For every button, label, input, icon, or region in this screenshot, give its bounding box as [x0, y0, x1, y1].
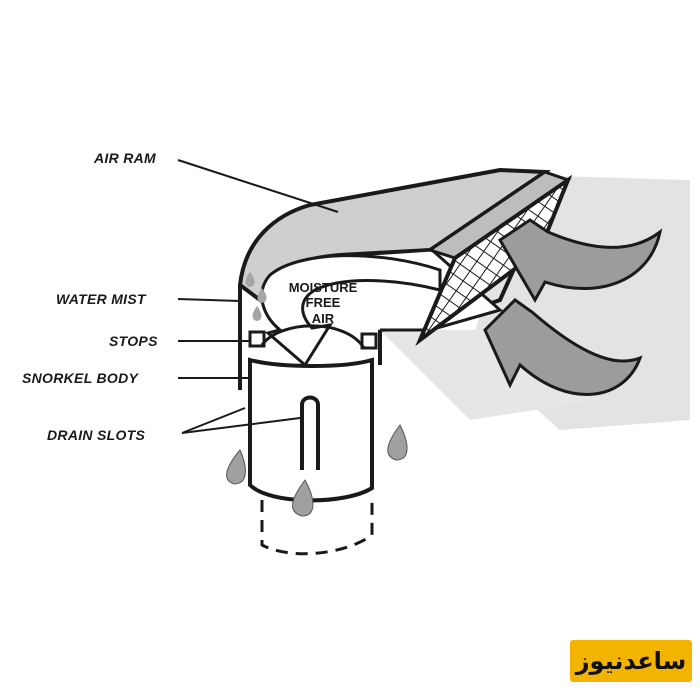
drain-slot [300, 395, 320, 470]
water-drop-mist-1 [245, 272, 255, 287]
water-drop-left [226, 449, 246, 485]
water-drop-right [387, 424, 408, 461]
label-stops: STOPS [109, 333, 158, 349]
label-water-mist: WATER MIST [56, 291, 146, 307]
watermark-logo: ساعدنیوز [570, 640, 692, 682]
leader-water-mist [177, 298, 241, 302]
moisture-free-air-arrow [260, 254, 442, 368]
hose-dashed-outline [260, 495, 374, 556]
incoming-air-arrow-bottom [483, 298, 643, 396]
label-snorkel-body: SNORKEL BODY [22, 370, 139, 386]
label-air-ram: AIR RAM [94, 150, 156, 166]
inner-text-air: AIR [311, 311, 335, 326]
water-drop-mist-3 [252, 306, 262, 321]
watermark-text: ساعدنیوز [575, 647, 687, 675]
leader-air-ram [177, 159, 339, 213]
inner-text-free: FREE [305, 295, 341, 310]
incoming-air-arrow-top [497, 218, 663, 304]
snorkel-top-rim [260, 324, 366, 349]
leader-drain-slots-1 [181, 407, 246, 434]
snorkel-body [248, 357, 374, 503]
water-drop-mist-2 [257, 288, 267, 303]
inner-text-moisture: MOISTURE [288, 280, 358, 295]
stop-left [248, 330, 266, 348]
leader-drain-slots-2 [181, 417, 301, 434]
water-drop-center [292, 479, 314, 517]
label-drain-slots: DRAIN SLOTS [47, 427, 146, 443]
stop-right [360, 332, 378, 350]
